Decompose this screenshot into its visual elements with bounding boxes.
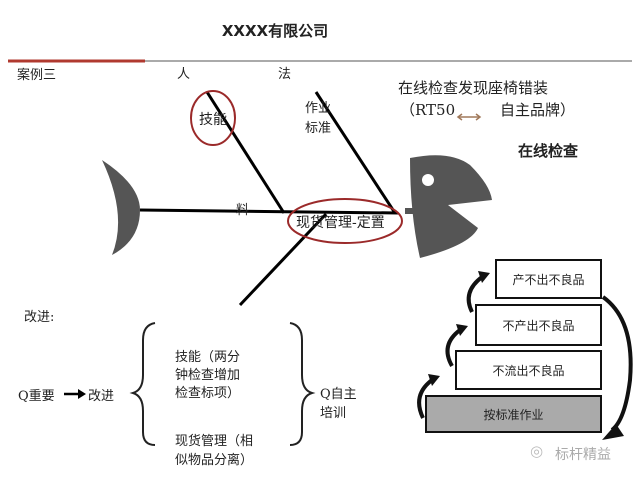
- improvement-target: 改进: [88, 389, 115, 404]
- item1-line: 检查标项）: [175, 386, 241, 401]
- left-brace: [129, 322, 156, 446]
- problem-line1: 在线检查发现座椅错装: [398, 79, 549, 97]
- problem-line2-right: 自主品牌）: [500, 101, 576, 119]
- bone-people: [205, 91, 286, 214]
- fish-head: [410, 155, 492, 258]
- cause-standard-line2: 标准: [305, 121, 332, 136]
- cause-material-mgmt: 现货管理-定置: [296, 215, 385, 231]
- item2-line: 似物品分离）: [175, 453, 254, 468]
- page-title: XXXX有限公司: [221, 22, 329, 40]
- item1-line: 钟检查增加: [175, 368, 241, 383]
- watermark: 标杆精益: [555, 447, 611, 463]
- category-method: 法: [278, 67, 292, 82]
- step-box: 产不出不良品: [495, 259, 602, 299]
- skill-circle: [190, 90, 236, 146]
- right-brace: [289, 322, 316, 446]
- bone-method: [314, 91, 397, 214]
- case-label: 案例三: [17, 68, 57, 83]
- double-arrow-icon: [456, 113, 482, 121]
- step-box: 不流出不良品: [455, 350, 602, 390]
- step-up-arrows: [417, 275, 484, 419]
- result-line: Q自主: [320, 387, 357, 402]
- improvement-source: Q重要: [18, 389, 55, 404]
- category-material: 料: [236, 203, 250, 218]
- step-box: 不产出不良品: [475, 304, 602, 346]
- wechat-icon: ◎: [530, 442, 544, 460]
- bone-material: [238, 212, 328, 307]
- arrow-right-icon: [64, 389, 86, 399]
- item1-line: 技能（两分: [175, 350, 241, 365]
- fish-tail: [102, 160, 140, 255]
- step-box-base: 按标准作业: [425, 395, 602, 433]
- problem-line2-left: （RT50: [400, 101, 456, 119]
- cause-skill: 技能: [199, 112, 227, 128]
- material-mgmt-circle: [287, 198, 403, 244]
- improvement-heading: 改进:: [24, 310, 55, 325]
- cause-standard-line1: 作业: [305, 101, 332, 116]
- item2-line: 现货管理（相: [175, 434, 254, 449]
- fish-eye: [422, 174, 434, 186]
- feedback-arrow: [601, 295, 633, 432]
- category-people: 人: [177, 67, 191, 82]
- result-line: 培训: [320, 406, 347, 421]
- head-label: 在线检查: [518, 142, 579, 160]
- fish-spine: [139, 208, 399, 215]
